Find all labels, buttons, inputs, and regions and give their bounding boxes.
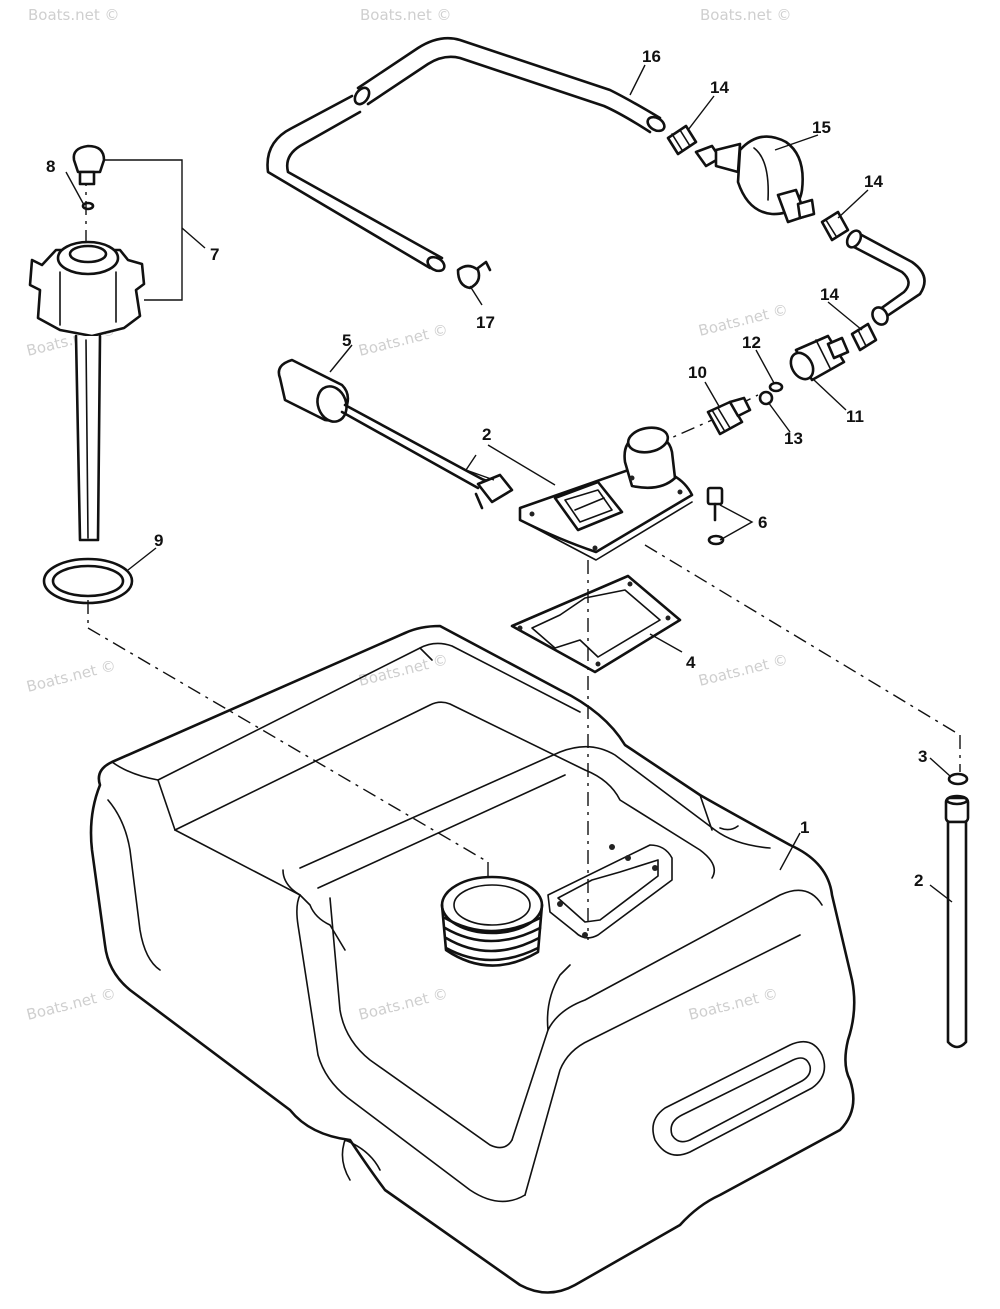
watermarks: Boats.net © Boats.net © Boats.net © Boat… (25, 6, 792, 1024)
leader-lines (65, 64, 953, 903)
callout-3: 3 (918, 747, 927, 766)
watermark: Boats.net © (360, 6, 452, 24)
fuel-hose (266, 36, 666, 273)
callout-17: 17 (476, 313, 495, 332)
watermark: Boats.net © (28, 6, 120, 24)
watermark: Boats.net © (687, 984, 780, 1024)
callout-14: 14 (710, 78, 729, 97)
callout-8: 8 (46, 157, 55, 176)
callout-2: 2 (914, 871, 923, 890)
watermark: Boats.net © (25, 656, 118, 696)
gasket (510, 574, 682, 674)
callout-2: 2 (482, 425, 491, 444)
watermark: Boats.net © (357, 984, 450, 1024)
screw-and-washer (706, 486, 725, 546)
primer-bulb-assembly (666, 124, 926, 352)
pickup-tube (944, 772, 970, 1049)
watermark: Boats.net © (697, 650, 790, 690)
callout-14: 14 (820, 285, 839, 304)
o-ring (42, 557, 134, 605)
callout-15: 15 (812, 118, 831, 137)
watermark: Boats.net © (25, 984, 118, 1024)
tank-fitting-assembly (706, 334, 850, 436)
watermark: Boats.net © (357, 320, 450, 360)
callout-4: 4 (686, 653, 696, 672)
callout-13: 13 (784, 429, 803, 448)
callout-9: 9 (154, 531, 163, 550)
callout-16: 16 (642, 47, 661, 66)
fuel-cap (28, 144, 146, 542)
callout-10: 10 (688, 363, 707, 382)
callout-6: 6 (758, 513, 767, 532)
callout-labels: 16 14 15 14 14 17 10 12 13 11 5 2 6 8 7 … (46, 47, 927, 890)
callout-7: 7 (210, 245, 219, 264)
watermark: Boats.net © (700, 6, 792, 24)
callout-14: 14 (864, 172, 883, 191)
hose-clamp (456, 260, 492, 290)
callout-1: 1 (800, 818, 809, 837)
fuel-tank (89, 624, 856, 1294)
fuel-gauge-sender (277, 358, 694, 561)
callout-11: 11 (846, 407, 864, 426)
callout-5: 5 (342, 331, 351, 350)
callout-12: 12 (742, 333, 761, 352)
